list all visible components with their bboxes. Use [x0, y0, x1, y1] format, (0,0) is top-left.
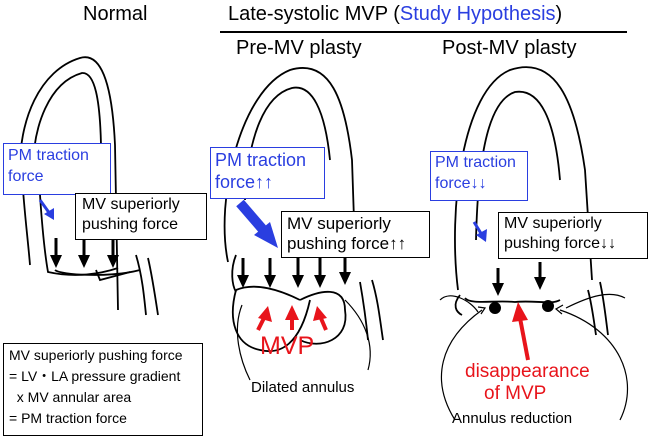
- post-heart-outline: [454, 66, 609, 336]
- normal-mv-label-line1: MV superiorly: [82, 196, 180, 213]
- normal-pm-label-line1: PM traction: [8, 147, 89, 164]
- post-mv-label-line1: MV superiorly: [504, 215, 602, 232]
- post-pm-label-line2: force↓↓: [435, 175, 487, 192]
- title-mvp-close: ): [555, 3, 563, 25]
- post-pm-arrow: [472, 221, 487, 242]
- post-disappearance-line1: disappearance: [465, 361, 590, 382]
- post-annulus-reduction-label: Annulus reduction: [452, 410, 573, 427]
- post-disappearance-line2: of MVP: [484, 383, 547, 404]
- pre-mv-pushing-box: MV superiorly pushing force↑↑: [281, 211, 430, 258]
- normal-pm-label-line2: force: [8, 168, 44, 185]
- normal-mv-pushing-box: MV superiorly pushing force: [75, 193, 207, 240]
- post-pm-label-line1: PM traction: [435, 154, 516, 171]
- pre-mv-label-line1: MV superiorly: [287, 214, 391, 233]
- post-pm-traction-box: PM traction force↓↓: [430, 151, 528, 201]
- title-mvp-main: Late-systolic MVP (: [228, 3, 400, 25]
- post-disappearance-red-arrow: [512, 302, 530, 361]
- pre-pm-traction-box: PM traction force↑↑: [210, 147, 325, 199]
- legend-box: MV superiorly pushing force = LV・LA pres…: [3, 343, 203, 436]
- title-late-systolic-mvp: Late-systolic MVP (Study Hypothesis): [228, 4, 562, 25]
- post-mv-pushing-box: MV superiorly pushing force↓↓: [498, 212, 648, 259]
- pre-pm-label-line1: PM traction: [215, 150, 307, 170]
- pre-pm-label-line2: force↑↑: [215, 172, 274, 192]
- legend-line1: MV superiorly pushing force: [9, 347, 183, 363]
- normal-pm-traction-box: PM traction force: [3, 143, 111, 195]
- pre-dilated-annulus-arrows: [236, 299, 371, 381]
- pre-mv-label-line2: pushing force↑↑: [287, 234, 407, 253]
- normal-mv-label-line2: pushing force: [82, 216, 179, 233]
- pre-force-arrows: [237, 258, 351, 288]
- post-annulus-reduction-arrows: [439, 293, 629, 421]
- legend-line2: = LV・LA pressure gradient: [9, 368, 181, 384]
- post-annulus-dots: [489, 300, 554, 314]
- pre-pm-arrow: [236, 199, 278, 248]
- title-normal: Normal: [83, 3, 148, 25]
- pre-mvp-label: MVP: [260, 332, 315, 360]
- title-pre-mv-plasty: Pre-MV plasty: [236, 37, 362, 59]
- normal-pm-arrow: [38, 199, 54, 220]
- title-study-hypothesis: Study Hypothesis: [399, 3, 556, 25]
- pre-mvp-red-arrows: [256, 305, 328, 331]
- pre-dilated-annulus-label: Dilated annulus: [251, 379, 355, 396]
- post-mv-label-line2: pushing force↓↓: [504, 235, 617, 252]
- normal-force-arrows: [50, 238, 119, 268]
- legend-line3: x MV annular area: [9, 389, 132, 405]
- post-force-arrows: [492, 262, 546, 296]
- title-post-mv-plasty: Post-MV plasty: [442, 37, 577, 59]
- legend-line4: = PM traction force: [9, 410, 127, 426]
